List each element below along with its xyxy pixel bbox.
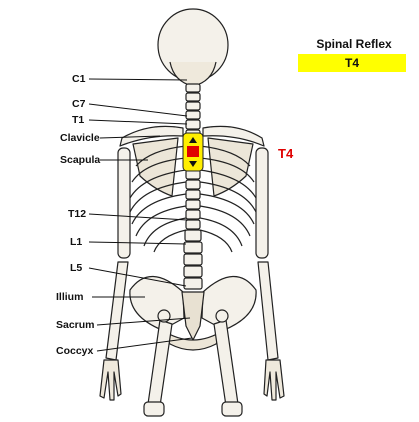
label-c7: C7 <box>72 98 86 110</box>
label-scapula: Scapula <box>60 154 101 166</box>
left-forearm <box>105 261 129 361</box>
right-forearm <box>257 261 279 361</box>
leader-lines <box>88 78 193 352</box>
up-arrow-icon <box>189 137 197 143</box>
skeleton-illustration <box>99 8 285 417</box>
left-femur <box>147 319 173 407</box>
label-coccyx: Coccyx <box>56 345 94 357</box>
left-hand <box>99 359 122 401</box>
right-femur <box>213 319 239 407</box>
label-l1: L1 <box>70 236 83 248</box>
down-arrow-icon <box>189 161 197 167</box>
level-badge: T4 <box>298 54 406 72</box>
sacrum <box>181 291 205 341</box>
right-hand <box>263 359 285 401</box>
left-humerus <box>117 147 131 259</box>
label-l5: L5 <box>70 262 83 274</box>
label-t1: T1 <box>72 114 85 126</box>
right-ilium <box>201 275 257 331</box>
highlight-label: T4 <box>278 146 294 161</box>
right-humerus <box>255 147 269 259</box>
label-sacrum: Sacrum <box>56 319 95 331</box>
right-clavicle <box>202 125 265 147</box>
label-clavicle: Clavicle <box>60 132 100 144</box>
label-t12: T12 <box>68 208 87 220</box>
t4-vertebra-marker <box>187 146 199 157</box>
panel-title: Spinal Reflex <box>316 37 392 51</box>
t4-highlight <box>182 132 204 172</box>
label-c1: C1 <box>72 73 86 85</box>
label-illium: Illium <box>56 291 84 303</box>
jaw <box>169 61 217 87</box>
